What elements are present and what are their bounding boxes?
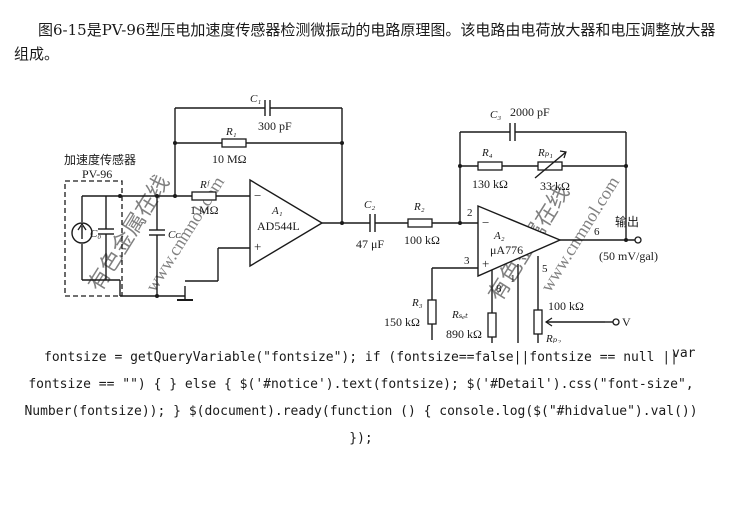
a1-label: A₁ [271,205,283,217]
resistor-r1 [221,138,247,148]
a2-pin8: 8 [496,283,502,295]
a1-plus: + [254,239,261,254]
output-label: 输出 [615,214,639,229]
rp1-value: 33 kΩ [540,179,570,193]
r1-value: 10 MΩ [212,152,247,166]
leaked-script-text: fontsize = getQueryVariable("fontsize");… [24,350,698,446]
output-sensitivity: (50 mV/gal) [599,249,658,263]
cc-label: Cᴄ [168,229,181,241]
a2-label: A₂ [493,230,505,242]
r3-label: R₃ [411,297,423,309]
rf-label: Rᶠ [199,179,211,191]
c3-label: C₃ [490,109,501,121]
r4-label: R₄ [481,147,493,159]
opamp-a1 [249,178,324,268]
c0-label: C₀ [90,228,101,240]
resistor-r3 [427,299,437,325]
c2-label: C₂ [364,199,375,211]
a2-pin6: 6 [594,226,600,238]
current-source [71,195,120,281]
a2-pin5: 5 [542,263,548,275]
sensor-box [64,180,123,297]
a2-plus: + [482,256,489,271]
capacitor-cc [149,194,165,298]
resistor-r2 [407,218,433,228]
a1-minus: − [254,188,261,203]
c3-value: 2000 pF [510,105,550,119]
rp1-label: Rₚ₁ [537,147,553,159]
a2-part: μA776 [490,243,523,257]
sensor-model: PV-96 [82,167,112,181]
opamp-a2 [477,204,562,278]
intro-paragraph: 图6-15是PV-96型压电加速度传感器检测微振动的电路原理图。该电路由电荷放大… [14,21,716,63]
r2-label: R₂ [413,201,425,213]
a2-pin1: 1 [510,273,516,285]
rp2-value: 100 kΩ [548,299,584,313]
a2-pin2: 2 [467,207,473,219]
resistor-r4 [477,161,503,171]
rset-label: Rₛₑₜ [451,309,468,321]
r3-value: 150 kΩ [384,315,420,329]
rp2-label: Rₚ₂ [545,333,561,343]
circuit-diagram: 有色金属在线 www.cnmnol.com 有色金属在线 www.cnmnol.… [64,93,658,343]
resistor-rset [487,312,497,338]
resistor-rf [191,191,217,201]
r4-value: 130 kΩ [472,177,508,191]
a2-minus: − [482,215,489,230]
sensor-title: 加速度传感器 [64,152,136,167]
c2-value: 47 μF [356,237,384,251]
c1-label: C₁ [250,93,261,105]
capacitor-c0 [98,196,114,280]
ground-symbol [177,286,193,301]
rf-value: 1 MΩ [190,203,219,217]
a1-part: AD544L [257,219,300,233]
script-var-text: var [672,346,696,361]
v-label: V [622,315,631,329]
rset-value: 890 kΩ [446,327,482,341]
a2-pin3: 3 [464,255,470,267]
r1-label: R₁ [225,126,237,138]
r2-value: 100 kΩ [404,233,440,247]
potentiometer-rp2 [533,309,543,335]
c1-value: 300 pF [258,119,292,133]
